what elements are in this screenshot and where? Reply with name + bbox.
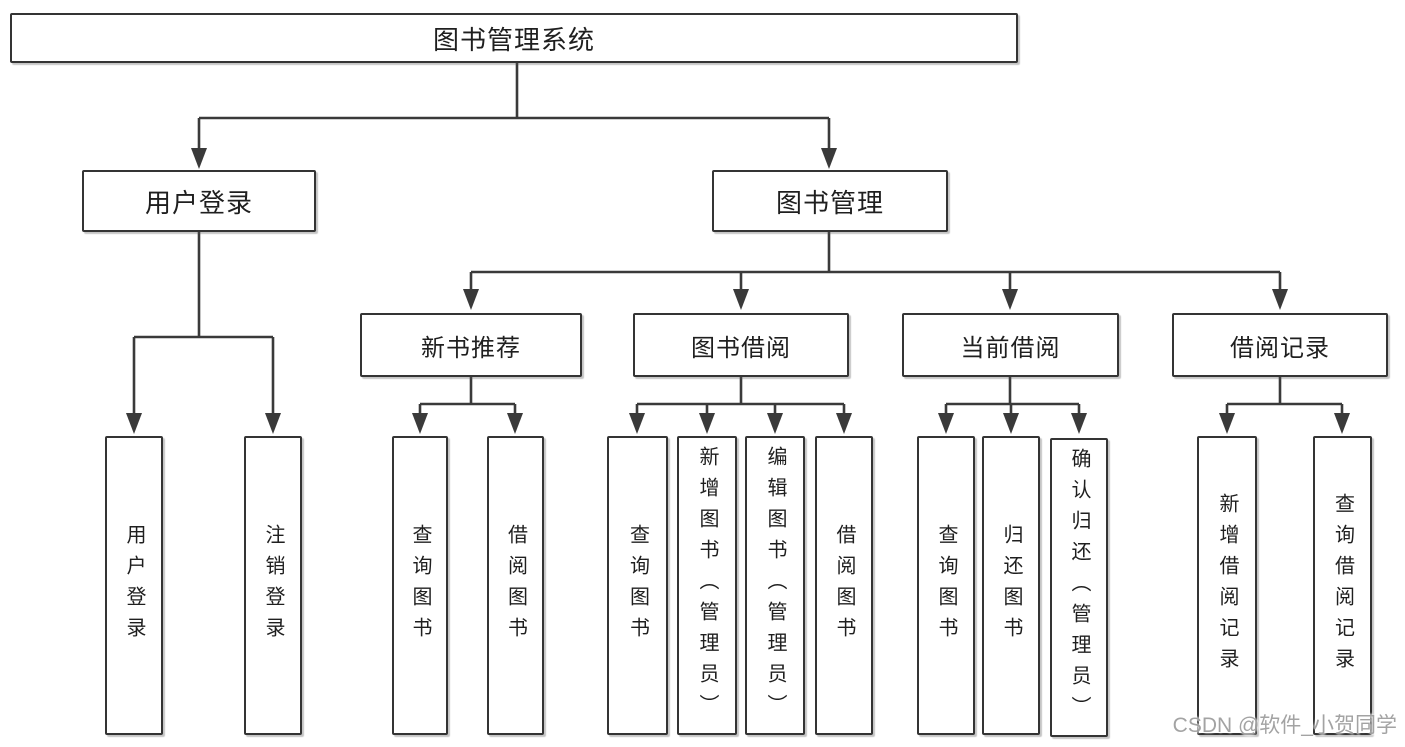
arrowhead bbox=[836, 413, 852, 434]
node-label: 图书借阅 bbox=[691, 334, 791, 362]
node-new-book-recommendation: 新书推荐 bbox=[360, 313, 582, 377]
node-leaf-confirm-return-admin: 确认归还（管理员） bbox=[1050, 438, 1108, 737]
arrowhead bbox=[1219, 413, 1235, 434]
arrowhead bbox=[1334, 413, 1350, 434]
node-label: 编辑图书（管理员） bbox=[764, 446, 786, 725]
arrowhead bbox=[629, 413, 645, 434]
node-leaf-edit-book-admin: 编辑图书（管理员） bbox=[745, 436, 805, 735]
watermark-text: CSDN @软件_小贺同学 bbox=[1172, 714, 1397, 737]
node-borrowing-records: 借阅记录 bbox=[1172, 313, 1388, 377]
arrowhead bbox=[265, 413, 281, 434]
node-leaf-query-books-recommend: 查询图书 bbox=[392, 436, 448, 735]
node-current-borrowing: 当前借阅 bbox=[902, 313, 1119, 377]
node-leaf-query-books-borrowing: 查询图书 bbox=[607, 436, 668, 735]
node-leaf-borrow-books-recommend: 借阅图书 bbox=[487, 436, 544, 735]
node-user-login: 用户登录 bbox=[82, 170, 316, 232]
arrowhead bbox=[821, 148, 837, 169]
arrowhead bbox=[699, 413, 715, 434]
node-book-management: 图书管理 bbox=[712, 170, 948, 232]
node-book-borrowing: 图书借阅 bbox=[633, 313, 849, 377]
arrowhead bbox=[412, 413, 428, 434]
arrowhead bbox=[126, 413, 142, 434]
arrowhead bbox=[1071, 413, 1087, 434]
node-label: 归还图书 bbox=[1000, 523, 1022, 648]
node-label: 图书管理系统 bbox=[432, 24, 595, 55]
node-label: 确认归还（管理员） bbox=[1068, 448, 1090, 727]
node-label: 新书推荐 bbox=[421, 334, 521, 362]
node-label: 借阅图书 bbox=[833, 523, 855, 648]
node-label: 注销登录 bbox=[262, 523, 284, 648]
node-leaf-query-borrow-record: 查询借阅记录 bbox=[1313, 436, 1372, 735]
node-label: 新增借阅记录 bbox=[1216, 492, 1238, 679]
node-label: 查询图书 bbox=[935, 523, 957, 648]
arrowhead bbox=[733, 289, 749, 310]
node-label: 查询图书 bbox=[626, 523, 649, 648]
node-label: 借阅图书 bbox=[504, 523, 527, 648]
arrowhead bbox=[507, 413, 523, 434]
arrowhead bbox=[463, 289, 479, 310]
node-leaf-add-borrow-record: 新增借阅记录 bbox=[1197, 436, 1257, 735]
node-label: 用户登录 bbox=[123, 523, 145, 648]
arrowhead bbox=[1272, 289, 1288, 310]
arrowhead bbox=[1003, 413, 1019, 434]
node-label: 图书管理 bbox=[775, 187, 884, 218]
node-label: 查询借阅记录 bbox=[1331, 492, 1354, 679]
arrowhead bbox=[191, 148, 207, 169]
node-library-management-system: 图书管理系统 bbox=[10, 13, 1018, 63]
arrowhead bbox=[938, 413, 954, 434]
arrowhead bbox=[767, 413, 783, 434]
node-label: 查询图书 bbox=[409, 523, 431, 648]
node-leaf-borrow-books: 借阅图书 bbox=[815, 436, 873, 735]
node-label: 当前借阅 bbox=[960, 334, 1061, 362]
node-leaf-add-book-admin: 新增图书（管理员） bbox=[677, 436, 737, 735]
node-leaf-query-books-current: 查询图书 bbox=[917, 436, 975, 735]
arrowhead bbox=[1002, 289, 1018, 310]
node-leaf-return-books: 归还图书 bbox=[982, 436, 1040, 735]
node-leaf-logout: 注销登录 bbox=[244, 436, 302, 735]
node-label: 用户登录 bbox=[144, 187, 253, 218]
node-label: 借阅记录 bbox=[1230, 334, 1330, 362]
node-label: 新增图书（管理员） bbox=[696, 446, 718, 725]
node-leaf-user-login: 用户登录 bbox=[105, 436, 163, 735]
